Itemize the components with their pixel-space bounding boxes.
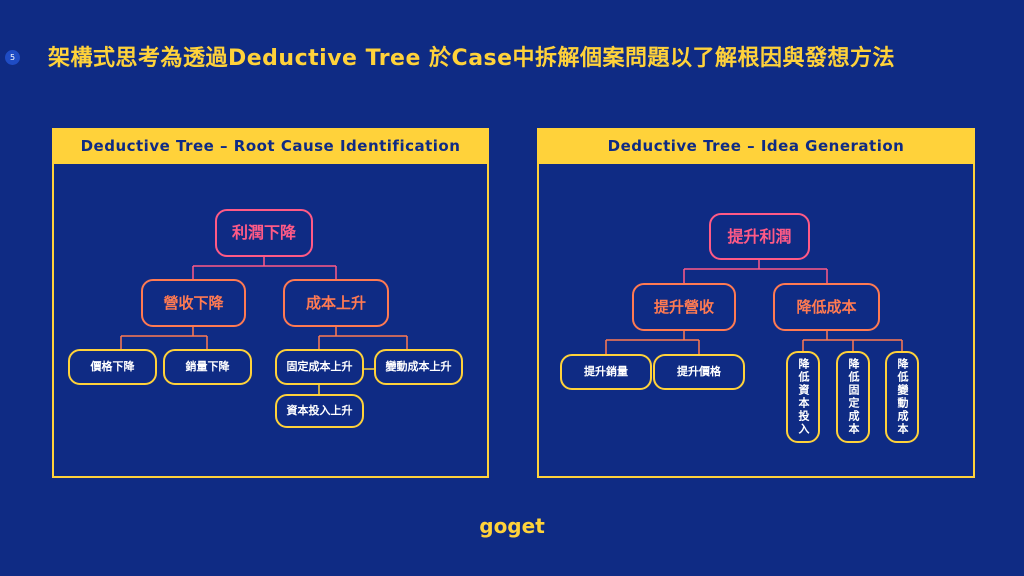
right-branch-cost-node: 降低成本 <box>773 283 880 331</box>
root-cause-panel-header: Deductive Tree – Root Cause Identificati… <box>52 128 489 164</box>
idea-generation-panel-header: Deductive Tree – Idea Generation <box>537 128 975 164</box>
left-branch-cost-node: 成本上升 <box>283 279 389 327</box>
slide-title: 架構式思考為透過Deductive Tree 於Case中拆解個案問題以了解根因… <box>48 46 896 71</box>
page-number-badge: 5 <box>5 50 20 65</box>
left-leaf-fixed-cost-node: 固定成本上升 <box>275 349 364 385</box>
left-leaf-variable-cost-node: 變動成本上升 <box>374 349 463 385</box>
left-leaf-volume-node: 銷量下降 <box>163 349 252 385</box>
left-leaf-capital-node: 資本投入上升 <box>275 394 364 428</box>
right-leaf-price-node: 提升價格 <box>653 354 745 390</box>
right-leaf-variable-cost-node: 降低變動成本 <box>885 351 919 443</box>
right-root-node: 提升利潤 <box>709 213 810 260</box>
left-root-node: 利潤下降 <box>215 209 313 257</box>
root-cause-panel <box>52 128 489 478</box>
left-leaf-price-node: 價格下降 <box>68 349 157 385</box>
left-branch-revenue-node: 營收下降 <box>141 279 246 327</box>
right-leaf-fixed-cost-node: 降低固定成本 <box>836 351 870 443</box>
right-leaf-capital-node: 降低資本投入 <box>786 351 820 443</box>
right-branch-revenue-node: 提升營收 <box>632 283 736 331</box>
right-leaf-volume-node: 提升銷量 <box>560 354 652 390</box>
brand-logo: goget <box>479 514 545 538</box>
